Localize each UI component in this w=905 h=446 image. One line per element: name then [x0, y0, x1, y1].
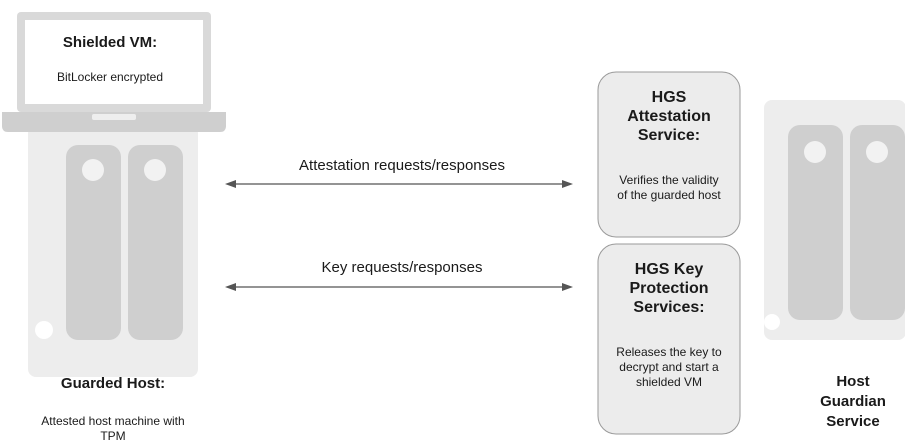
attestation-service-box	[597, 71, 741, 238]
hgs-server-icon	[764, 100, 905, 340]
key-arrow	[225, 283, 573, 291]
key-protection-service-box	[597, 243, 741, 435]
guarded-host-title: Guarded Host:	[60, 375, 166, 392]
hgs-title: Host Guardian Service	[820, 373, 886, 430]
shielded-vm-subtitle: BitLocker encrypted	[56, 70, 164, 84]
key-box-title: HGS Key Protection Services:	[629, 261, 709, 316]
guarded-host-description: Attested host machine with TPM	[41, 414, 185, 443]
guarded-host-server-icon	[28, 125, 198, 377]
shielded-vm-title: Shielded VM:	[62, 34, 158, 51]
laptop-icon	[2, 12, 226, 132]
key-arrow-label: Key requests/responses	[321, 259, 483, 276]
attestation-arrow-label: Attestation requests/responses	[299, 157, 505, 174]
attestation-box-description: Verifies the validity of the guarded hos…	[617, 173, 721, 202]
attestation-box-title: HGS Attestation Service:	[627, 89, 711, 144]
attestation-arrow	[225, 180, 573, 188]
key-box-description: Releases the key to decrypt and start a …	[616, 345, 722, 389]
